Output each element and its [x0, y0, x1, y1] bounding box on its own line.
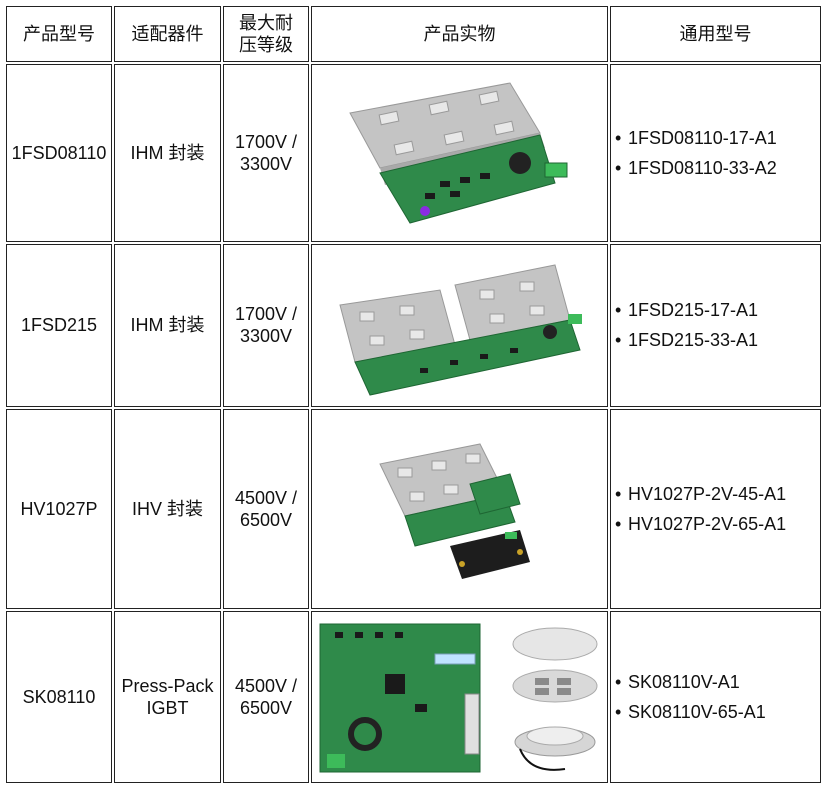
dual-ihm-driver-board-photo: [311, 243, 608, 408]
voltage-cell: 1700V / 3300V: [223, 64, 309, 242]
list-item: 1FSD215-33-A1: [615, 329, 820, 351]
list-item: 1FSD215-17-A1: [615, 299, 820, 321]
voltage-cell: 4500V / 6500V: [223, 409, 309, 609]
ihv-driver-board-photo: [311, 409, 608, 609]
model-cell: 1FSD215: [6, 243, 112, 408]
table-row: HV1027P IHV 封装 4500V / 6500V: [6, 409, 821, 609]
list-item: SK08110V-A1: [615, 671, 820, 693]
list-item: SK08110V-65-A1: [615, 701, 820, 723]
variants-cell: 1FSD08110-17-A1 1FSD08110-33-A2: [610, 64, 821, 242]
header-photo: 产品实物: [311, 6, 608, 63]
press-pack-driver-board-photo: [311, 610, 608, 783]
header-package: 适配器件: [114, 6, 221, 63]
list-item: HV1027P-2V-45-A1: [615, 483, 820, 505]
product-table: 产品型号 适配器件 最大耐压等级 产品实物 通用型号 1FSD08110 IHM…: [4, 4, 823, 785]
package-cell: IHM 封装: [114, 64, 221, 242]
variants-cell: 1FSD215-17-A1 1FSD215-33-A1: [610, 243, 821, 408]
header-model: 产品型号: [6, 6, 112, 63]
list-item: HV1027P-2V-65-A1: [615, 513, 820, 535]
table-row: 1FSD215 IHM 封装 1700V / 3300V: [6, 243, 821, 408]
ihm-driver-board-photo: [311, 64, 608, 242]
header-row: 产品型号 适配器件 最大耐压等级 产品实物 通用型号: [6, 6, 821, 63]
model-cell: SK08110: [6, 610, 112, 783]
package-cell: IHV 封装: [114, 409, 221, 609]
table-row: SK08110 Press-Pack IGBT 4500V / 6500V: [6, 610, 821, 783]
model-cell: HV1027P: [6, 409, 112, 609]
header-variants: 通用型号: [610, 6, 821, 63]
variants-cell: SK08110V-A1 SK08110V-65-A1: [610, 610, 821, 783]
table-row: 1FSD08110 IHM 封装 1700V / 3300V: [6, 64, 821, 242]
list-item: 1FSD08110-17-A1: [615, 127, 820, 149]
package-cell: IHM 封装: [114, 243, 221, 408]
variants-cell: HV1027P-2V-45-A1 HV1027P-2V-65-A1: [610, 409, 821, 609]
list-item: 1FSD08110-33-A2: [615, 157, 820, 179]
voltage-cell: 4500V / 6500V: [223, 610, 309, 783]
package-cell: Press-Pack IGBT: [114, 610, 221, 783]
model-cell: 1FSD08110: [6, 64, 112, 242]
header-voltage: 最大耐压等级: [223, 6, 309, 63]
voltage-cell: 1700V / 3300V: [223, 243, 309, 408]
